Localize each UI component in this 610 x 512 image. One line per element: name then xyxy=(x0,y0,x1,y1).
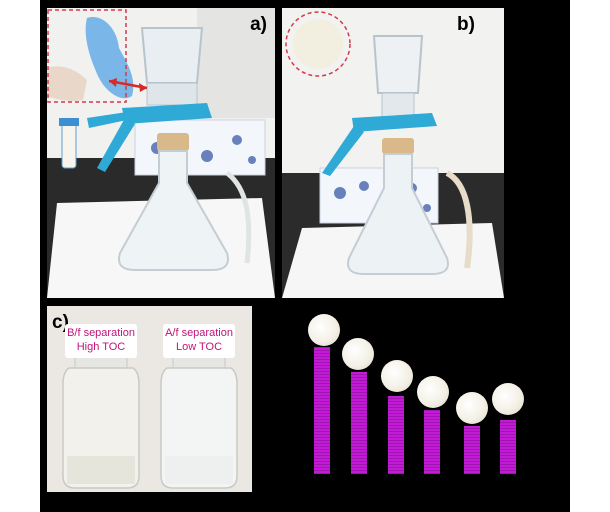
bottle-label-line2: Low TOC xyxy=(175,341,223,353)
vacuum-filtration-setup-b xyxy=(282,8,504,298)
bottle-label-high-toc: B/f separation High TOC xyxy=(65,324,137,358)
filter-disc-4 xyxy=(417,376,449,408)
panel-c-photo: c) B/f separation High TOC A/f separatio… xyxy=(47,306,252,492)
panel-a-label: a) xyxy=(250,14,267,35)
bar-3 xyxy=(388,396,404,474)
vacuum-filtration-setup-a xyxy=(47,8,275,298)
bar-1 xyxy=(314,347,330,474)
bottle-label-line2: High TOC xyxy=(76,341,126,353)
filter-disc-2 xyxy=(342,338,374,370)
panel-b-photo: b) xyxy=(282,8,504,298)
filter-disc-3 xyxy=(381,360,413,392)
panel-b-label: b) xyxy=(457,14,475,35)
filter-disc-series xyxy=(302,306,532,486)
bar-6 xyxy=(500,420,516,474)
panel-c-label: c) xyxy=(52,312,69,333)
bar-4 xyxy=(424,410,440,474)
filter-disc-1 xyxy=(308,314,340,346)
bar-2 xyxy=(351,372,367,474)
figure-canvas: a) b xyxy=(40,0,570,512)
bottle-label-line1: B/f separation xyxy=(67,327,135,339)
filter-disc-6 xyxy=(492,383,524,415)
filter-disc-5 xyxy=(456,392,488,424)
bottle-label-low-toc: A/f separation Low TOC xyxy=(163,324,235,358)
panel-a-photo: a) xyxy=(47,8,275,298)
bottle-label-line1: A/f separation xyxy=(165,327,233,339)
bar-5 xyxy=(464,426,480,474)
